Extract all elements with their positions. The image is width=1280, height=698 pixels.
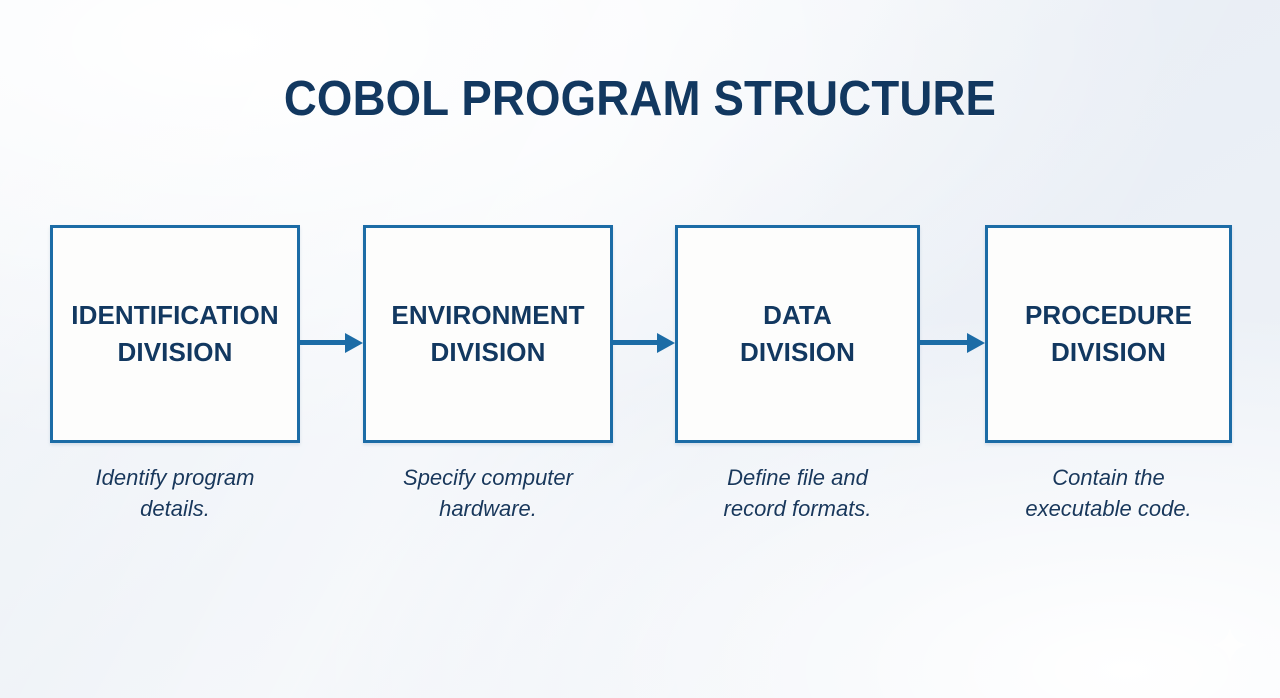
flow-node-caption: Specify computer hardware. <box>403 465 573 521</box>
page-title: COBOL PROGRAM STRUCTURE <box>283 72 997 126</box>
flow-node-caption: Contain the executable code. <box>1025 465 1192 521</box>
flow-node-identification-division: IDENTIFICATION DIVISION <box>50 225 300 443</box>
flow-node-data-division: DATA DIVISION <box>675 225 920 443</box>
arrow-head <box>657 333 675 353</box>
flow-node-procedure-division: PROCEDURE DIVISION <box>985 225 1232 443</box>
flow-node-label: ENVIRONMENT DIVISION <box>391 300 585 367</box>
arrow-head <box>967 333 985 353</box>
arrow-shaft <box>920 340 968 345</box>
arrow-head <box>345 333 363 353</box>
flow-diagram: IDENTIFICATION DIVISION ENVIRONMENT DIVI… <box>50 225 1232 445</box>
flow-node-label: PROCEDURE DIVISION <box>1024 300 1193 367</box>
flow-node-label: IDENTIFICATION DIVISION <box>71 300 279 367</box>
arrow-right-icon <box>613 333 675 353</box>
flow-node-label: DATA DIVISION <box>740 300 855 367</box>
arrow-right-icon <box>920 333 985 353</box>
sparkle-icon <box>1213 628 1247 662</box>
flow-node-caption: Identify program details. <box>95 465 255 521</box>
arrow-right-icon <box>300 333 363 353</box>
arrow-shaft <box>613 340 658 345</box>
flow-node-environment-division: ENVIRONMENT DIVISION <box>363 225 613 443</box>
arrow-shaft <box>300 340 346 345</box>
flow-node-caption: Define file and record formats. <box>723 465 872 521</box>
